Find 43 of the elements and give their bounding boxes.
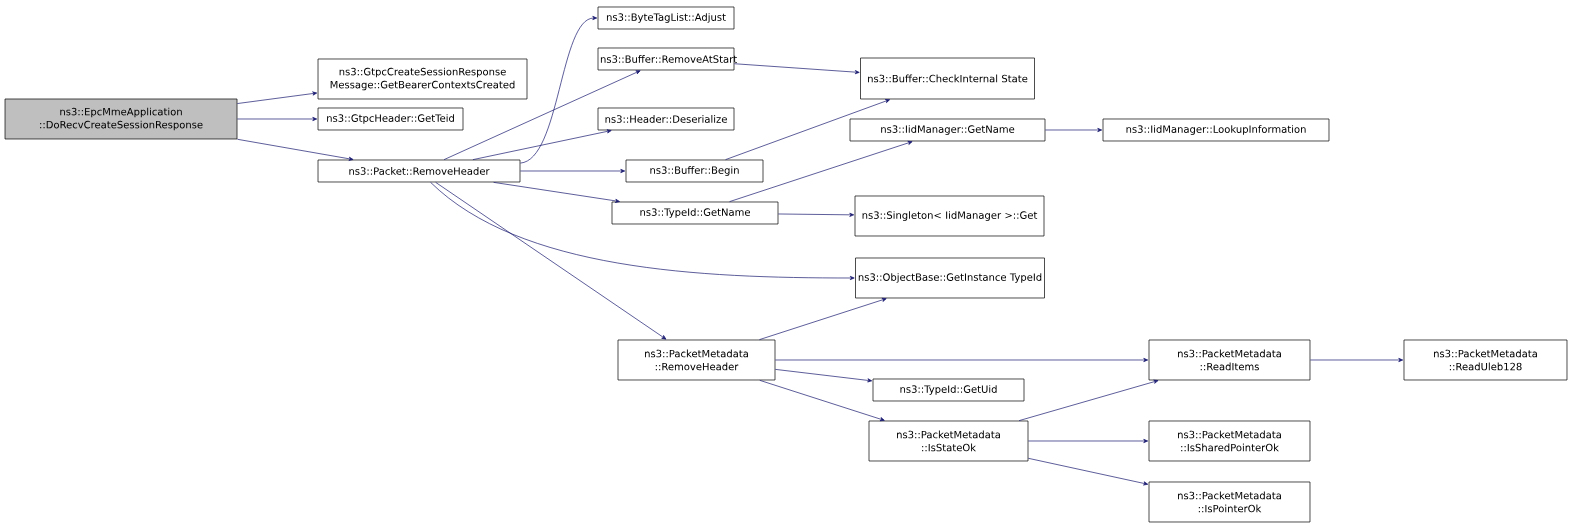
- function-box: ns3::ObjectBase::GetInstance TypeId: [855, 257, 1045, 299]
- function-box: ns3::PacketMetadata ::IsPointerOk: [1148, 481, 1311, 523]
- function-box: ns3::GtpcHeader::GetTeid: [317, 107, 464, 131]
- function-box: ns3::GtpcCreateSessionResponse Message::GetBearerContextsCreated: [317, 58, 528, 100]
- function-box: ns3::IidManager::GetName: [849, 118, 1046, 142]
- arrow: [775, 357, 1149, 363]
- arrow: [472, 129, 612, 160]
- function-box: ns3::Buffer::RemoveAtStart: [597, 47, 737, 71]
- arrow: [759, 297, 887, 340]
- arrow: [430, 182, 855, 281]
- arrow: [237, 91, 318, 104]
- function-box: ns3::PacketMetadata ::ReadUleb128: [1403, 339, 1568, 381]
- arrow: [775, 369, 873, 383]
- arrow: [1310, 357, 1404, 363]
- arrow: [734, 63, 860, 75]
- arrow: [1028, 438, 1149, 444]
- function-box: ns3::Buffer::Begin: [625, 159, 764, 183]
- arrow: [778, 212, 855, 217]
- arrow: [237, 138, 354, 161]
- function-box: ns3::PacketMetadata ::IsStateOk: [868, 420, 1029, 462]
- function-box: ns3::ByteTagList::Adjust: [597, 6, 735, 30]
- arrow: [443, 70, 641, 160]
- arrow: [1018, 379, 1159, 421]
- arrow: [725, 99, 890, 160]
- arrow: [237, 116, 318, 122]
- function-box: ns3::IidManager::LookupInformation: [1102, 118, 1330, 142]
- function-box: ns3::PacketMetadata ::RemoveHeader: [617, 339, 776, 381]
- function-box: ns3::PacketMetadata ::IsSharedPointerOk: [1148, 420, 1311, 462]
- arrow: [493, 182, 620, 203]
- function-box: ns3::EpcMmeApplication ::DoRecvCreateSessionResponse: [4, 98, 238, 140]
- arrow: [520, 15, 598, 164]
- function-box: ns3::Packet::RemoveHeader: [317, 159, 521, 183]
- function-box: ns3::Singleton< IidManager >::Get: [854, 195, 1045, 237]
- function-box: ns3::TypeId::GetUid: [872, 378, 1025, 402]
- function-box: ns3::Header::Deserialize: [597, 107, 735, 131]
- arrow: [1045, 127, 1103, 133]
- function-box: ns3::PacketMetadata ::ReadItems: [1148, 339, 1311, 381]
- arrow: [435, 182, 667, 340]
- arrow: [520, 168, 626, 174]
- arrow: [759, 380, 885, 422]
- function-box: ns3::Buffer::CheckInternal State: [860, 57, 1035, 100]
- function-box: ns3::TypeId::GetName: [611, 201, 779, 225]
- arrow: [1028, 457, 1149, 486]
